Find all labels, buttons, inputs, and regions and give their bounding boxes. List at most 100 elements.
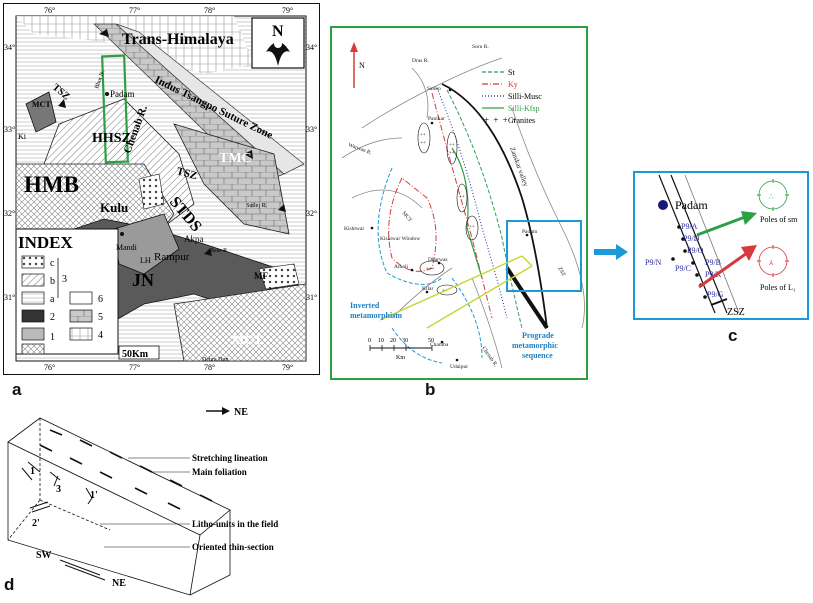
index-6: 6 [98, 294, 103, 305]
place-kw: Kishtwar Window [380, 236, 420, 242]
num-1: 1 [30, 466, 35, 477]
place-akpa: Akpa [184, 234, 204, 244]
place-kulu: Kulu [100, 200, 128, 215]
panel-label-d: d [4, 575, 15, 594]
place-mct-b: MCT [400, 210, 413, 223]
label-foliation: Main foliation [192, 467, 247, 477]
north-label-b: N [359, 61, 365, 70]
lon-tick-1: 76° [44, 6, 55, 15]
north-label-a: N [272, 23, 284, 40]
sample-a: P9/A [681, 222, 698, 231]
label-tmc: TMC [219, 151, 252, 166]
geologic-map-panel: N INDEX c b a 2 1 3 6 5 4 50Km Trans-Him… [3, 3, 320, 375]
place-atholi: Atholi [394, 264, 409, 270]
place-sanko: Sanko [427, 86, 441, 92]
index-5: 5 [98, 312, 103, 323]
index-4: 4 [98, 330, 103, 341]
scale-b-50: 50 [428, 338, 434, 344]
panel-label-a: a [12, 380, 22, 399]
lat-tick-3r: 32° [306, 209, 317, 218]
place-chenab-b: Chenab R. [480, 346, 499, 369]
scale-b-20: 20 [390, 338, 396, 344]
svg-text:++: ++ [459, 195, 465, 200]
label-ki: Ki [18, 132, 27, 141]
poles-sm-label: Poles of sm [760, 215, 798, 224]
lon-tick-2b: 77° [129, 363, 140, 372]
inset-svg: Padam P9/A P9/D P9/O P9/N P9/C P9/B P9/K… [645, 174, 798, 318]
lat-tick-1r: 34° [306, 43, 317, 52]
place-suru: Suru R. [472, 44, 489, 50]
inverted-line-2: metamorphism [350, 311, 402, 320]
legend-silli-musc: Silli-Musc [508, 92, 542, 101]
num-1p: 1' [90, 490, 98, 501]
index-c: c [50, 258, 55, 269]
lon-tick-1b: 76° [44, 363, 55, 372]
svg-text:++: ++ [449, 143, 455, 148]
lat-tick-1: 34° [4, 43, 15, 52]
legend-granites: Granites [508, 116, 535, 125]
svg-text:++: ++ [420, 133, 426, 138]
place-mandi: Mandi [116, 243, 138, 252]
sample-b: P9/B [705, 258, 721, 267]
scale-b-30: 30 [402, 338, 408, 344]
panel-label-c: c [728, 326, 738, 345]
sample-d: P9/D [683, 234, 700, 243]
sample-n: P9/N [645, 258, 662, 267]
sample-c: P9/C [675, 264, 691, 273]
label-tsz-right: TSZ [175, 165, 198, 182]
prograde-line-3: sequence [522, 351, 553, 360]
panel-label-b: b [425, 380, 436, 399]
num-3: 3 [56, 484, 61, 495]
inset-padam: Padam [675, 198, 708, 212]
label-thin-section: Oriented thin-section [192, 542, 274, 552]
stereonet-l-glyph: ⅄ [769, 259, 774, 267]
place-dharwas: Dharwas [428, 257, 448, 263]
num-2p: 2' [32, 518, 40, 529]
label-litho: Litho-units in the field [192, 519, 278, 529]
zoom-arrow [594, 244, 628, 260]
label-trans-himalaya: Trans-Himalaya [122, 31, 234, 48]
sample-g: P9/G [707, 290, 724, 299]
lat-tick-2r: 33° [306, 125, 317, 134]
label-lh: LH [140, 256, 151, 265]
lon-tick-3: 78° [204, 6, 215, 15]
label-mct-right: MCT [232, 332, 263, 347]
sample-k: P9/K [705, 270, 722, 279]
label-ne: NE [112, 578, 126, 589]
block-diagram-panel: NE 1 3 1' 2' SW [0, 400, 330, 598]
lat-tick-2: 33° [4, 125, 15, 134]
poles-l-label: Poles of L₁ [760, 283, 796, 292]
label-sutlej: Sutlej R. [246, 203, 268, 209]
place-udaipur: Udaipur [450, 364, 468, 370]
index-title: INDEX [18, 233, 74, 252]
block-diagram-svg: NE 1 3 1' 2' SW [7, 407, 278, 596]
legend-ky: Ky [508, 80, 518, 89]
index-2: 2 [50, 312, 55, 323]
prograde-line-2: metamorphic [512, 341, 558, 350]
inset-zsz: ZSZ [727, 307, 745, 318]
index-3: 3 [62, 274, 67, 285]
lon-tick-4b: 79° [282, 363, 293, 372]
inverted-line-1: Inverted [350, 301, 380, 310]
lat-tick-3: 32° [4, 209, 15, 218]
direction-ne: NE [234, 407, 248, 418]
inset-panel: Padam P9/A P9/D P9/O P9/N P9/C P9/B P9/K… [633, 171, 809, 320]
place-padum: Padum [522, 229, 538, 235]
scale-a: 50Km [122, 349, 149, 360]
label-hmb: HMB [24, 172, 79, 197]
label-mct-left: MCT [32, 100, 51, 109]
index-a: a [50, 294, 55, 305]
legend-silli-kfsp: Silli-Kfsp [508, 104, 540, 113]
place-zanskar: Zanskar valley [508, 146, 530, 188]
label-sw: SW [36, 550, 52, 561]
label-beas: Beas R. [210, 248, 229, 254]
svg-text:++: ++ [420, 141, 426, 146]
sample-o: P9/O [687, 246, 704, 255]
metamorphic-map-svg: N St Ky Silli-Musc Silli-Kfsp + + + + Gr… [341, 42, 585, 370]
place-padam-a: Padam [110, 89, 135, 99]
lat-tick-4: 31° [4, 293, 15, 302]
legend-granites-symbol: + + + + [484, 115, 518, 125]
place-kilar: Kilar [422, 286, 433, 292]
lon-tick-2: 77° [129, 6, 140, 15]
place-panikar: Panikar [428, 116, 445, 122]
